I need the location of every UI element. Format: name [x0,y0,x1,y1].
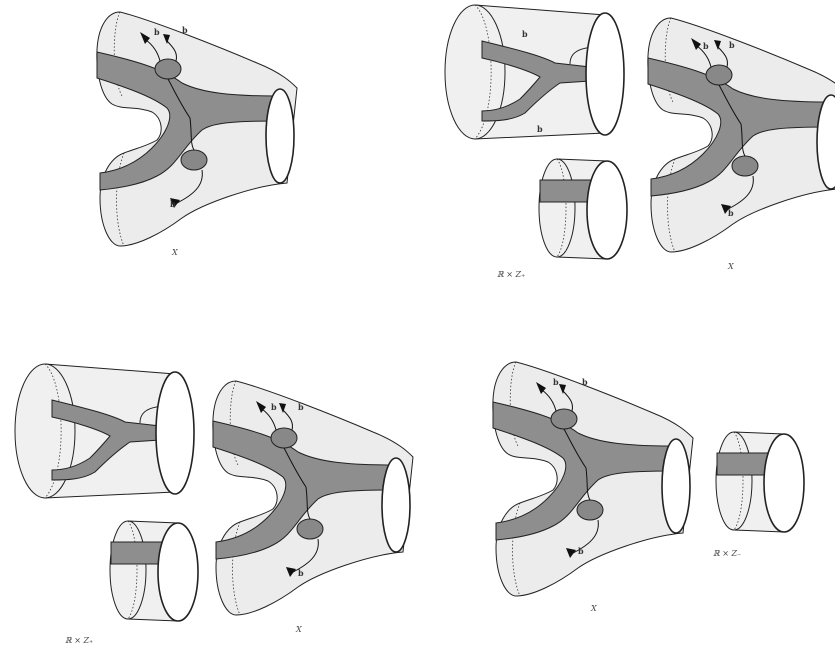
panel-top-left: b b b X [97,12,297,257]
strand-label-b: b [582,377,588,387]
label-x: X [171,248,178,257]
short-cylinder [716,432,804,532]
short-cylinder [539,159,627,259]
label-r-times-z-minus: ℝ × Z₋ [713,549,741,558]
strand-label-b: b [182,25,188,35]
strand-label-b: b [553,377,559,387]
label-x: X [590,604,597,613]
strand-label-b: b [298,402,304,412]
label-x: X [727,262,734,271]
strand-label-b: b [703,41,709,51]
long-cylinder [445,5,624,139]
long-cylinder [15,364,194,498]
strand-label-b: b [154,27,160,37]
strand-label-b: b [170,199,176,209]
strand-label-b: b [578,546,584,556]
panel-bottom-left: b b b ℝ × Z₊ X [15,364,413,645]
label-r-times-z-plus: ℝ × Z₊ [65,636,93,645]
panel-top-right: b b b b b ℝ × Z₊ X [445,5,835,279]
strand-label-b: b [537,124,543,134]
pants-surface-x [493,362,693,596]
label-x: X [295,625,302,634]
panel-bottom-right: b b b ℝ × Z₋ X [493,362,804,613]
short-cylinder [110,521,198,621]
strand-label-b: b [522,29,528,39]
strand-label-b: b [729,40,735,50]
strand-label-b: b [271,402,277,412]
strand-label-b: b [298,568,304,578]
label-r-times-z-plus: ℝ × Z₊ [497,270,525,279]
strand-label-b: b [728,208,734,218]
pants-surface-x [648,18,835,252]
pants-surface-x [97,12,297,246]
pants-surface-x [213,381,413,615]
